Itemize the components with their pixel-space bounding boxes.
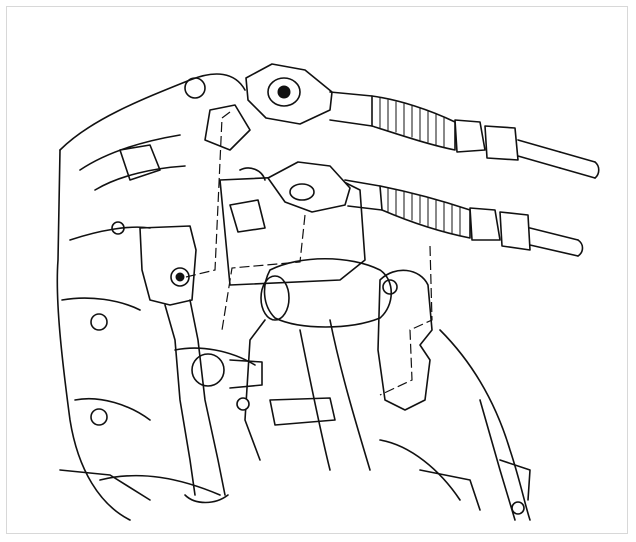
- cable-bracket: [377, 245, 531, 521]
- lower-assembly-details: [59, 397, 531, 515]
- upper-shift-cable: [185, 63, 600, 278]
- lower-cable-boot: [379, 185, 471, 239]
- shift-housing: [219, 167, 393, 471]
- mounting-bracket: [139, 225, 263, 504]
- frame-border: [6, 6, 628, 534]
- lower-shift-cable: [221, 161, 584, 331]
- transmission-housing: [56, 73, 251, 521]
- upper-cable-boot: [371, 95, 456, 151]
